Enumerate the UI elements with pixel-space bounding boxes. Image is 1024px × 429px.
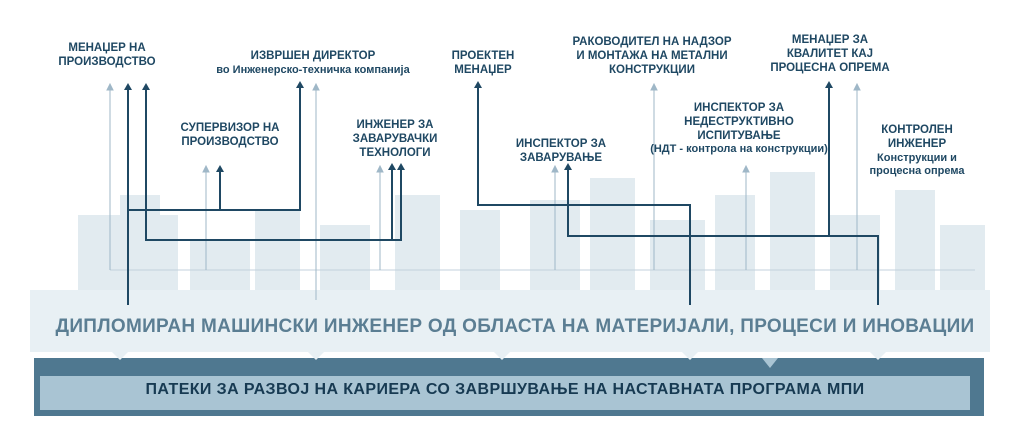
role-welding-inspector: ИНСПЕКТОР ЗА ЗАВАРУВАЊЕ	[515, 138, 607, 164]
band-pointers	[112, 352, 886, 360]
role-ndt-inspector: ИНСПЕКТОР ЗА НЕДЕСТРУКТИВНО ИСПИТУВАЊЕ (…	[650, 102, 828, 156]
light-arrows	[106, 82, 861, 300]
role-production-supervisor: СУПЕРВИЗОР НА ПРОИЗВОДСТВО	[180, 122, 280, 148]
role-executive-director: ИЗВРШЕН ДИРЕКТОР во Инженерско-техничка …	[216, 50, 410, 76]
dark-arrowheads	[124, 81, 833, 172]
degree-band	[30, 290, 990, 352]
role-project-manager: ПРОЕКТЕН МЕНАЏЕР	[451, 50, 515, 76]
career-paths-title: ПАТЕКИ ЗА РАЗВОЈ НА КАРИЕРА СО ЗАВРШУВАЊ…	[145, 381, 865, 398]
role-control-engineer: КОНТРОЛЕН ИНЖЕНЕР Конструкции и процесна…	[869, 124, 965, 177]
role-welding-engineer: ИНЖЕНЕР ЗА ЗАВАРУВАЧКИ ТЕХНОЛОГИ	[352, 119, 438, 159]
role-production-manager: МЕНАЏЕР НА ПРОИЗВОДСТВО	[58, 42, 156, 68]
dark-connectors	[127, 86, 879, 305]
career-bar-inner	[40, 376, 970, 410]
role-supervision-manager: РАКОВОДИТЕЛ НА НАДЗОР И МОНТАЖА НА МЕТАЛ…	[572, 36, 732, 76]
role-quality-manager: МЕНАЏЕР ЗА КВАЛИТЕТ КАЈ ПРОЦЕСНА ОПРЕМА	[770, 34, 890, 74]
degree-title: ДИПЛОМИРАН МАШИНСКИ ИНЖЕНЕР ОД ОБЛАСТА Н…	[55, 316, 975, 337]
